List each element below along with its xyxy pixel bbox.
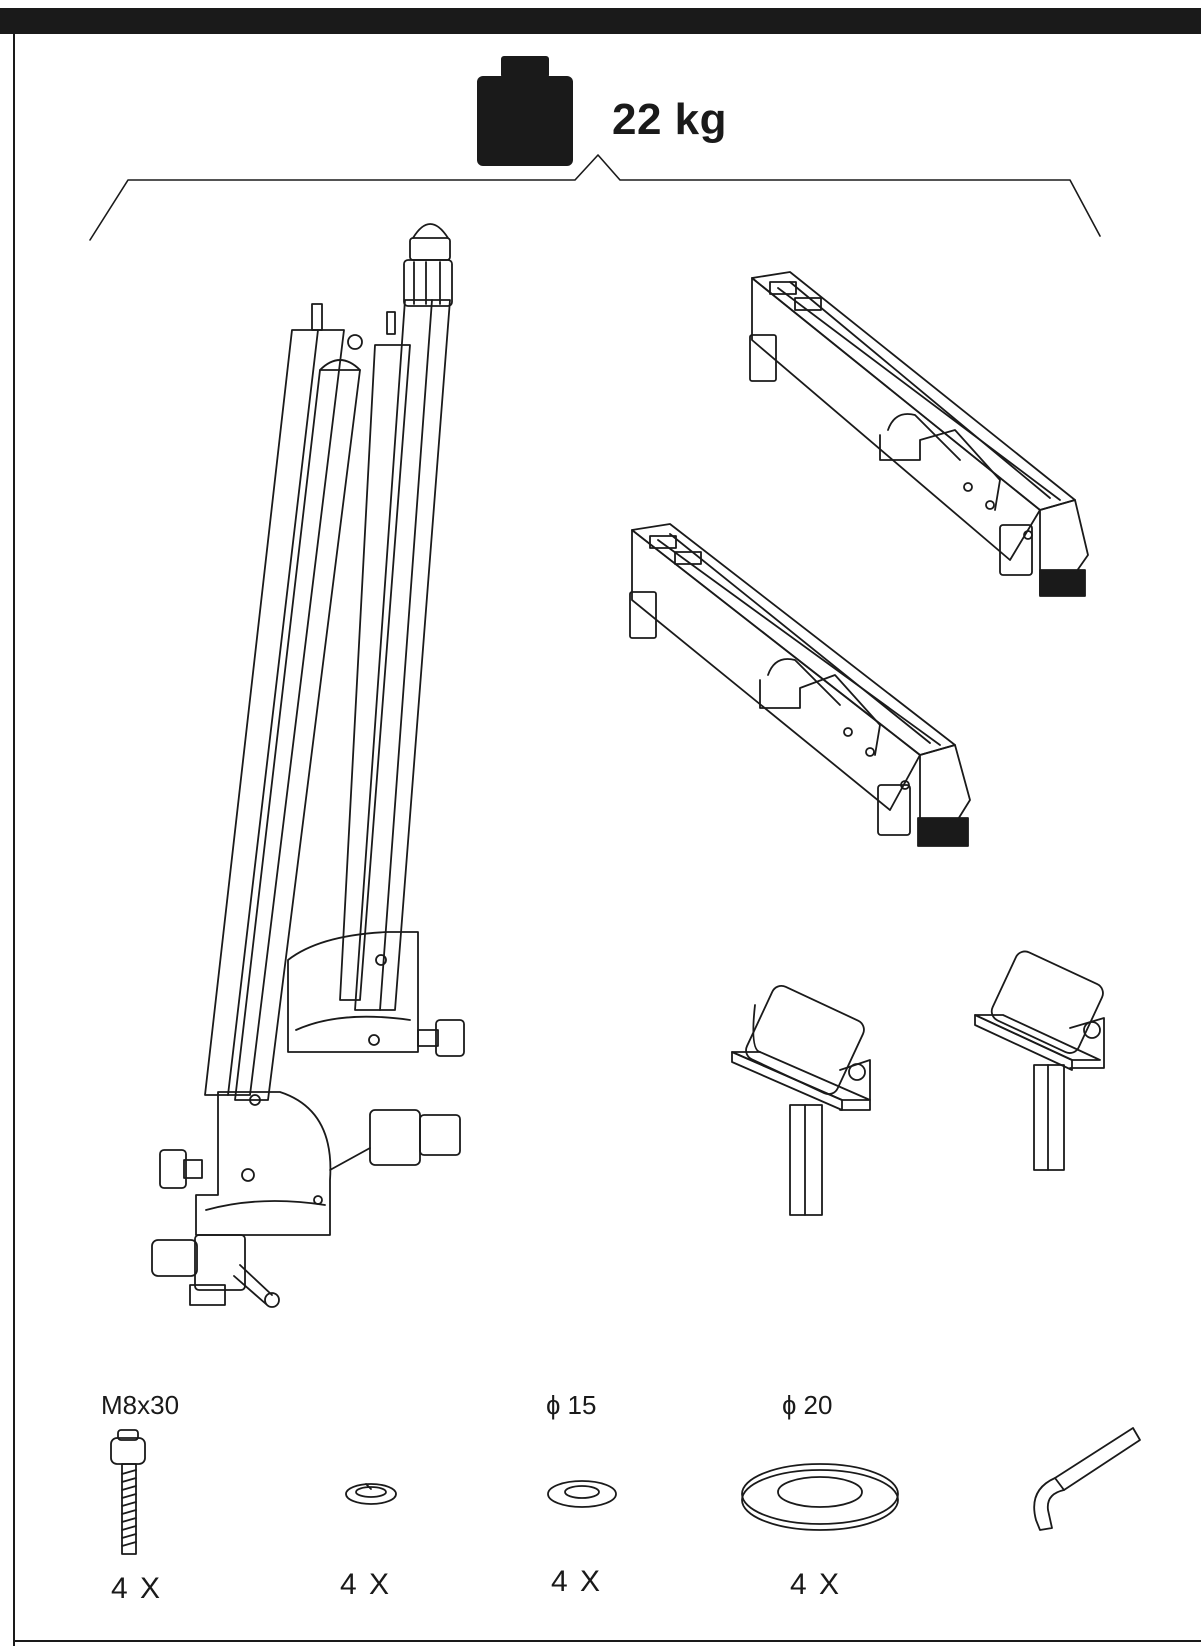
bolt-icon	[110, 1429, 146, 1555]
wheel-holder-lower	[629, 523, 971, 847]
spring-washer-quantity: 4 X	[340, 1568, 392, 1601]
bolt-size-label: M8x30	[101, 1390, 180, 1420]
washer-large-size-label: ɸ 20	[782, 1390, 833, 1420]
weight-icon	[477, 56, 573, 166]
bolt-quantity: 4 X	[111, 1572, 163, 1605]
washer-large-icon	[741, 1463, 899, 1531]
spring-washer-icon	[345, 1483, 397, 1505]
washer-small-quantity: 4 X	[551, 1565, 603, 1598]
roller-support-right	[974, 950, 1105, 1171]
frame-bottom-border	[13, 1640, 1201, 1642]
weight-value: 22 kg	[612, 95, 728, 144]
washer-small-icon	[547, 1480, 617, 1508]
wheel-holder-upper	[749, 271, 1089, 597]
header-bar	[0, 8, 1201, 34]
bike-carrier-frame	[151, 223, 465, 1308]
frame-left-border	[13, 34, 15, 1646]
allen-key-icon	[1033, 1427, 1141, 1531]
washer-large-quantity: 4 X	[790, 1568, 842, 1601]
roller-support-left	[731, 985, 871, 1216]
contents-bracket	[89, 154, 1101, 241]
washer-small-size-label: ɸ 15	[546, 1390, 597, 1420]
